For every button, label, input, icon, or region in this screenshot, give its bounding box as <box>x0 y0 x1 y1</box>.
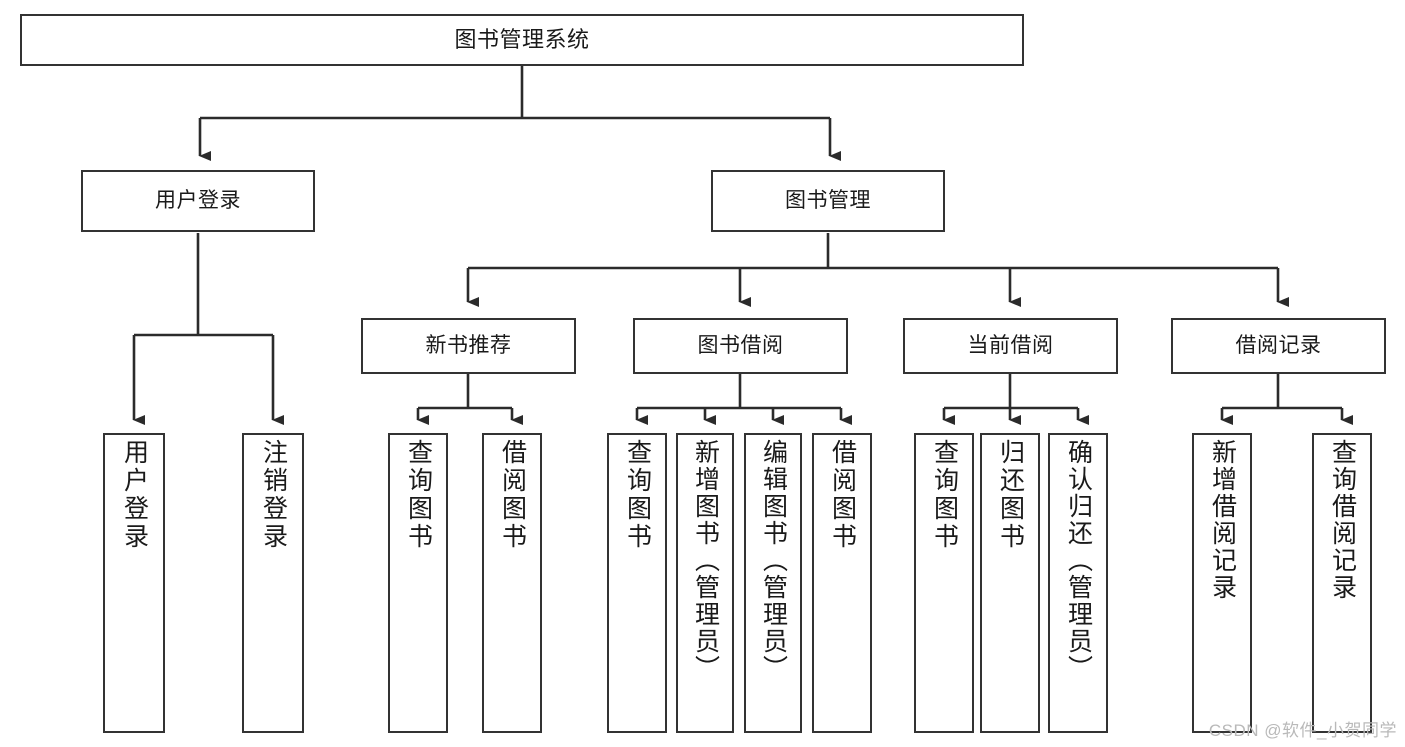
leaf-logout[interactable]: 注销登录 <box>242 433 304 733</box>
leaf-borrow-book-1[interactable]: 借阅图书 <box>482 433 542 733</box>
leaf-edit-book-label: 编辑图书（管理员） <box>759 439 788 682</box>
leaf-borrow-book-2-label: 借阅图书 <box>828 439 857 551</box>
leaf-add-record-label: 新增借阅记录 <box>1208 439 1237 601</box>
leaf-query-book-1-label: 查询图书 <box>404 439 433 551</box>
node-borrow-record-label: 借阅记录 <box>1235 333 1322 357</box>
node-root[interactable]: 图书管理系统 <box>20 14 1024 66</box>
leaf-query-book-3-label: 查询图书 <box>930 439 959 551</box>
node-book-manage-label: 图书管理 <box>785 188 871 212</box>
node-new-book-rec-label: 新书推荐 <box>425 333 512 357</box>
leaf-borrow-book-1-label: 借阅图书 <box>498 439 527 551</box>
leaf-query-book-3[interactable]: 查询图书 <box>914 433 974 733</box>
leaf-confirm-return-label: 确认归还（管理员） <box>1064 439 1093 682</box>
leaf-return-book-label: 归还图书 <box>996 439 1025 551</box>
watermark-text: CSDN @软件_小贺同学 <box>1208 721 1397 740</box>
leaf-borrow-book-2[interactable]: 借阅图书 <box>812 433 872 733</box>
leaf-return-book[interactable]: 归还图书 <box>980 433 1040 733</box>
leaf-user-login-label: 用户登录 <box>120 439 149 551</box>
node-new-book-rec[interactable]: 新书推荐 <box>361 318 576 374</box>
leaf-add-book[interactable]: 新增图书（管理员） <box>676 433 734 733</box>
leaf-query-book-2[interactable]: 查询图书 <box>607 433 667 733</box>
node-borrow-record[interactable]: 借阅记录 <box>1171 318 1386 374</box>
leaf-user-login[interactable]: 用户登录 <box>103 433 165 733</box>
node-current-borrow[interactable]: 当前借阅 <box>903 318 1118 374</box>
leaf-logout-label: 注销登录 <box>259 439 288 551</box>
leaf-add-record[interactable]: 新增借阅记录 <box>1192 433 1252 733</box>
node-user-login[interactable]: 用户登录 <box>81 170 315 232</box>
node-root-label: 图书管理系统 <box>454 27 590 53</box>
node-current-borrow-label: 当前借阅 <box>967 333 1054 357</box>
leaf-edit-book[interactable]: 编辑图书（管理员） <box>744 433 802 733</box>
node-book-borrow[interactable]: 图书借阅 <box>633 318 848 374</box>
node-user-login-label: 用户登录 <box>155 188 241 212</box>
leaf-query-book-2-label: 查询图书 <box>623 439 652 551</box>
node-book-manage[interactable]: 图书管理 <box>711 170 945 232</box>
leaf-confirm-return[interactable]: 确认归还（管理员） <box>1048 433 1108 733</box>
node-book-borrow-label: 图书借阅 <box>697 333 784 357</box>
leaf-query-record[interactable]: 查询借阅记录 <box>1312 433 1372 733</box>
leaf-add-book-label: 新增图书（管理员） <box>691 439 720 682</box>
leaf-query-record-label: 查询借阅记录 <box>1328 439 1357 601</box>
leaf-query-book-1[interactable]: 查询图书 <box>388 433 448 733</box>
